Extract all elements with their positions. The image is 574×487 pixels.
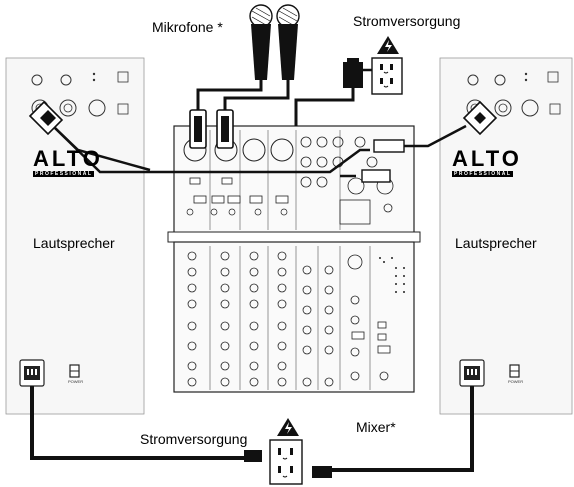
- microphone-icon: [249, 4, 273, 80]
- mixer-label: Mixer*: [356, 419, 396, 435]
- xlr-connector-icon: [462, 100, 498, 136]
- speaker-right-panel: [439, 57, 573, 415]
- xlr-connector-icon: [28, 100, 64, 136]
- xlr-connector-icon: [373, 139, 405, 153]
- power-supply-bottom-label: Stromversorgung: [140, 431, 248, 447]
- iec-power-inlet-icon: [459, 359, 485, 387]
- xlr-connector-icon: [361, 169, 391, 183]
- wall-outlet-icon: [269, 439, 303, 485]
- speaker-right-brand-logo: ALTO: [452, 146, 522, 171]
- speaker-left-brand-sub: PROFESSIONAL: [33, 171, 95, 177]
- high-voltage-warning-icon: [377, 36, 399, 54]
- iec-power-inlet-icon: [19, 359, 45, 387]
- power-adapter-icon: [343, 58, 363, 88]
- microphone-icon: [276, 4, 300, 80]
- mixer-unit: [167, 125, 421, 393]
- power-switch-label-right: POWER: [508, 379, 524, 384]
- power-switch-icon: [69, 364, 80, 378]
- volume-knob-icon: [31, 74, 72, 86]
- high-voltage-warning-icon: [277, 418, 299, 436]
- xlr-connector-icon: [189, 109, 207, 149]
- speaker-right-label: Lautsprecher: [455, 235, 537, 251]
- speaker-left-label: Lautsprecher: [33, 235, 115, 251]
- power-supply-top-label: Stromversorgung: [353, 13, 461, 29]
- wall-outlet-icon: [371, 57, 403, 95]
- speaker-left-brand-logo: ALTO: [33, 146, 103, 171]
- speaker-right-brand-sub: PROFESSIONAL: [452, 171, 514, 177]
- power-switch-icon: [509, 364, 520, 378]
- power-switch-label-left: POWER: [68, 379, 84, 384]
- xlr-connector-icon: [216, 109, 234, 149]
- speaker-left-panel: [5, 57, 145, 415]
- channel-knobs: [187, 251, 389, 387]
- microphones-label: Mikrofone *: [152, 19, 223, 35]
